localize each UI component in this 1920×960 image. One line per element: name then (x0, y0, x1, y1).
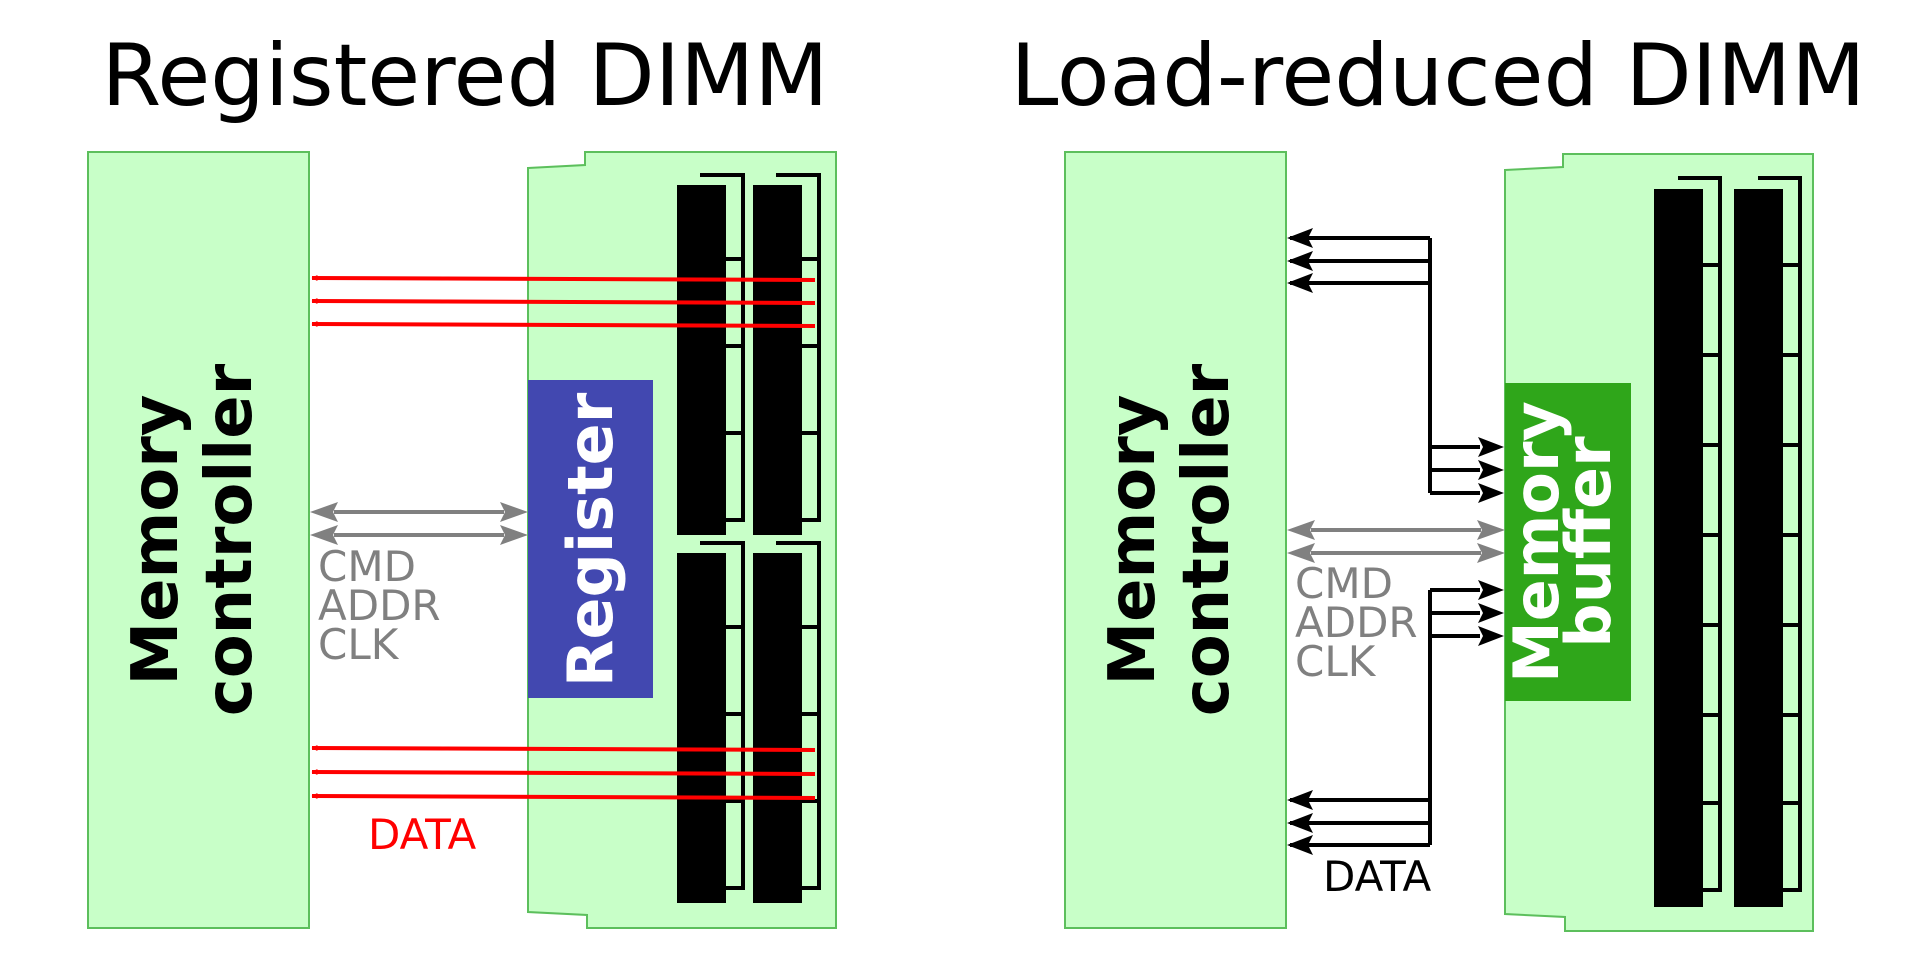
memory-controller-left: Memory controller (87, 151, 310, 929)
cmd-arrowhead (500, 502, 528, 545)
cmd-arrowhead (1477, 520, 1505, 563)
memory-buffer-chip: Memory buffer (1500, 383, 1631, 701)
register-chip-label: Register (554, 392, 627, 687)
cmd-arrowhead (1287, 520, 1315, 563)
memory-buffer-chip-box (1505, 383, 1631, 701)
data-line (1290, 236, 1480, 495)
memory-controller-right-box (1064, 151, 1287, 929)
data-lines-right-upper (1287, 228, 1504, 503)
data-label-left: DATA (368, 810, 476, 859)
data-line (311, 298, 816, 305)
cmd-arrowhead (310, 502, 338, 545)
data-line (311, 275, 816, 282)
register-chip-box (528, 380, 653, 698)
cmd-label-left: CMD (318, 542, 416, 591)
cmd-lines-right (1287, 520, 1505, 563)
dram-chip (677, 553, 726, 903)
dram-chip (677, 185, 726, 535)
memory-controller-left-line1: Memory (119, 394, 193, 685)
data-label-right: DATA (1323, 852, 1431, 901)
registered-dimm-section: Registered DIMM Memory controller Regist (87, 26, 837, 929)
registered-dimm-title: Registered DIMM (101, 26, 828, 126)
data-arrowhead (1478, 437, 1504, 503)
addr-label-right: ADDR (1295, 598, 1418, 647)
load-reduced-dimm-title: Load-reduced DIMM (1011, 26, 1866, 126)
data-arrowhead (1287, 790, 1313, 855)
clk-label-left: CLK (318, 620, 400, 669)
data-line (311, 321, 816, 328)
data-line (311, 769, 816, 776)
addr-label-left: ADDR (318, 581, 441, 630)
load-reduced-dimm-section: Load-reduced DIMM Memory controller Memo… (1011, 26, 1866, 932)
cmd-label-right: CMD (1295, 559, 1393, 608)
dram-chip (1654, 189, 1703, 907)
data-lines-right-lower (1287, 580, 1504, 855)
data-lines-left-lower (311, 745, 816, 800)
cmd-lines-left (310, 502, 528, 545)
dram-chip (1734, 189, 1783, 907)
load-reduced-dimm-dram-chips (1654, 176, 1802, 907)
data-lines-left-upper (311, 275, 816, 328)
dram-chip (753, 185, 802, 535)
data-line (1290, 588, 1480, 847)
memory-controller-left-line2: controller (193, 363, 267, 716)
memory-controller-right-line1: Memory (1096, 394, 1170, 685)
memory-controller-right-line2: controller (1170, 363, 1244, 716)
memory-buffer-line2: buffer (1552, 436, 1625, 648)
data-line (311, 793, 816, 800)
clk-label-right: CLK (1295, 637, 1377, 686)
memory-controller-right: Memory controller (1064, 151, 1287, 929)
memory-buffer-line1: Memory (1500, 401, 1573, 683)
registered-dimm-dram-chips (677, 173, 821, 903)
data-line (311, 745, 816, 752)
data-arrowhead (1287, 228, 1313, 293)
dram-chip (753, 553, 802, 903)
memory-controller-left-box (87, 151, 310, 929)
register-chip: Register (528, 380, 653, 698)
data-arrowhead (1478, 580, 1504, 646)
